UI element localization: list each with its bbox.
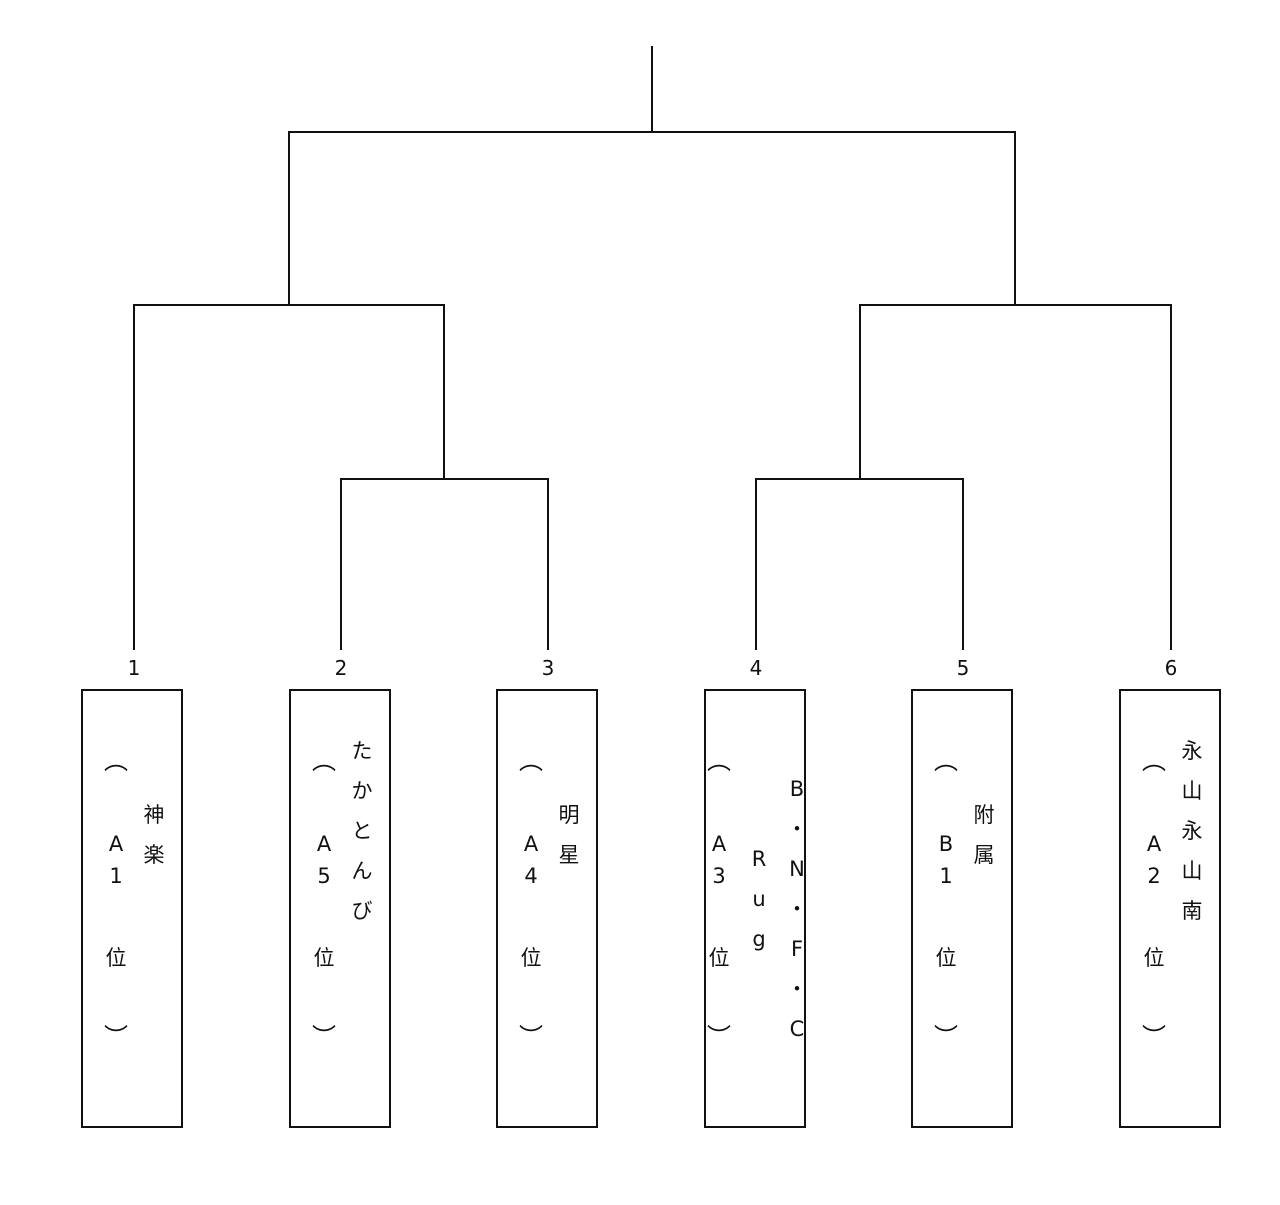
rank-number: 3 <box>712 863 726 888</box>
rank-label: B 1 <box>933 828 959 892</box>
bracket-final <box>288 131 1016 305</box>
team-name-char: 明 <box>558 803 580 827</box>
team-name-char: C <box>789 1017 805 1041</box>
bracket-match-4-5 <box>755 478 964 650</box>
rank-column: ︵ A 5 位 ︶ <box>311 749 337 1049</box>
rank-letter: A <box>523 831 539 856</box>
rank-label: A 3 <box>706 828 732 892</box>
team-box-2: ︵ A 5 位 ︶ た か と ん び <box>289 689 391 1128</box>
team-name-char: ん <box>351 859 373 883</box>
rank-column: ︵ A 1 位 ︶ <box>103 749 129 1049</box>
team-name: 永 山 永 山 南 <box>1179 731 1205 931</box>
bracket-open: ︵ <box>707 747 731 775</box>
bracket-close: ︶ <box>519 1022 543 1051</box>
team-name-char: N <box>789 857 805 881</box>
bracket-match-2-3 <box>340 478 549 650</box>
rank-letter: A <box>1146 831 1162 856</box>
rank-label: A 2 <box>1141 828 1167 892</box>
team-name: 附 属 <box>971 795 997 875</box>
team-name-char: F <box>790 937 804 961</box>
seed-number-1: 1 <box>127 656 141 680</box>
team-name-char: ・ <box>786 817 808 841</box>
team-name-char: B <box>789 777 805 801</box>
bracket-open: ︵ <box>934 747 958 775</box>
rank-number: 4 <box>524 863 538 888</box>
team-name-char: か <box>351 779 373 803</box>
rank-suffix: 位 <box>1143 946 1165 971</box>
team-name-char: 附 <box>973 803 995 827</box>
rank-letter: A <box>316 831 332 856</box>
rank-suffix: 位 <box>708 946 730 971</box>
team-name-char: 永 <box>1181 739 1203 763</box>
bracket-open: ︵ <box>1142 747 1166 775</box>
team-name-char: 楽 <box>143 843 165 867</box>
team-name-char: 山 <box>1181 859 1203 883</box>
team-name-char: 山 <box>1181 779 1203 803</box>
rank-letter: A <box>711 831 727 856</box>
rank-column: ︵ A 4 位 ︶ <box>518 749 544 1049</box>
team-name-char: と <box>351 819 373 843</box>
bracket-close: ︶ <box>707 1022 731 1051</box>
bracket-open: ︵ <box>519 747 543 775</box>
rank-number: 2 <box>1147 863 1161 888</box>
rank-label: A 5 <box>311 828 337 892</box>
team-box-6: ︵ A 2 位 ︶ 永 山 永 山 南 <box>1119 689 1221 1128</box>
team-box-5: ︵ B 1 位 ︶ 附 属 <box>911 689 1013 1128</box>
bracket-close: ︶ <box>934 1022 958 1051</box>
rank-column: ︵ B 1 位 ︶ <box>933 749 959 1049</box>
team-name: 明 星 <box>556 795 582 875</box>
rank-label: A 1 <box>103 828 129 892</box>
seed-number-4: 4 <box>749 656 763 680</box>
team-name: た か と ん び <box>349 731 375 931</box>
bracket-close: ︶ <box>312 1022 336 1051</box>
seed-number-5: 5 <box>956 656 970 680</box>
bracket-close: ︶ <box>104 1022 128 1051</box>
team-name-char: g <box>752 927 766 951</box>
rank-suffix: 位 <box>313 946 335 971</box>
team-name-line-2: B ・ N ・ F ・ C <box>784 769 810 1049</box>
rank-letter: B <box>938 831 954 856</box>
team-name-char: ・ <box>786 977 808 1001</box>
team-name-char: R <box>751 847 767 871</box>
team-box-1: ︵ A 1 位 ︶ 神 楽 <box>81 689 183 1128</box>
bracket-open: ︵ <box>104 747 128 775</box>
team-name-char: 星 <box>558 843 580 867</box>
team-name-char: 属 <box>973 843 995 867</box>
rank-number: 1 <box>109 863 123 888</box>
team-box-4: ︵ A 3 位 ︶ R u g B ・ N ・ F ・ C <box>704 689 808 1128</box>
rank-suffix: 位 <box>935 946 957 971</box>
rank-label: A 4 <box>518 828 544 892</box>
rank-letter: A <box>108 831 124 856</box>
rank-suffix: 位 <box>105 946 127 971</box>
team-box-3: ︵ A 4 位 ︶ 明 星 <box>496 689 598 1128</box>
team-name-char: 南 <box>1181 899 1203 923</box>
bracket-semi-right <box>859 304 1172 650</box>
team-name-char: u <box>752 887 766 911</box>
bracket-close: ︶ <box>1142 1022 1166 1051</box>
rank-suffix: 位 <box>520 946 542 971</box>
team-name-char: 神 <box>143 803 165 827</box>
team-name-char: 永 <box>1181 819 1203 843</box>
team-name-char: び <box>351 899 373 923</box>
bracket-open: ︵ <box>312 747 336 775</box>
rank-column: ︵ A 2 位 ︶ <box>1141 749 1167 1049</box>
team-name-char: ・ <box>786 897 808 921</box>
seed-number-6: 6 <box>1164 656 1178 680</box>
rank-number: 5 <box>317 863 331 888</box>
team-name: 神 楽 <box>141 795 167 875</box>
bracket-semi-left <box>133 304 445 650</box>
rank-column: ︵ A 3 位 ︶ <box>706 749 732 1049</box>
seed-number-2: 2 <box>334 656 348 680</box>
seed-number-3: 3 <box>541 656 555 680</box>
team-name-line-1: R u g <box>746 839 772 959</box>
team-name-char: た <box>351 739 373 763</box>
rank-number: 1 <box>939 863 953 888</box>
